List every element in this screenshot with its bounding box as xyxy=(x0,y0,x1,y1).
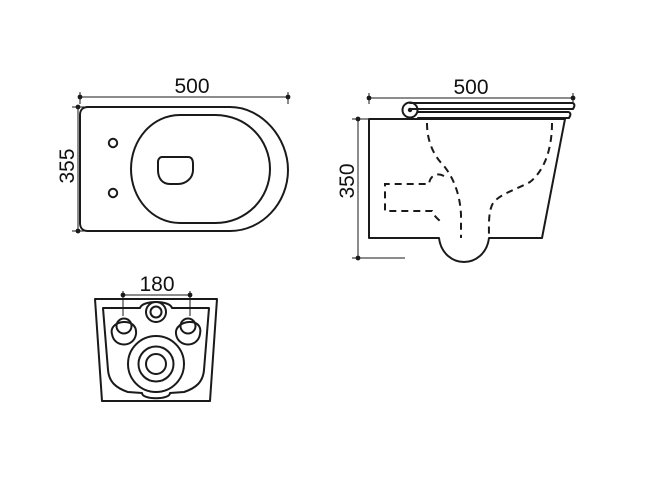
top-width-dimension: 500 xyxy=(77,75,291,104)
top-view: 500 355 xyxy=(56,75,291,234)
top-depth-label: 355 xyxy=(56,148,79,183)
back-view-bolt-hole-left xyxy=(115,317,133,335)
top-view-bowl-rim xyxy=(130,114,271,224)
side-view-seat xyxy=(401,101,576,119)
back-view-recess xyxy=(102,301,210,400)
side-view-trap-back xyxy=(487,122,553,239)
back-view-outline xyxy=(94,298,218,402)
back-view-inlet-hole xyxy=(145,301,167,323)
side-width-label: 500 xyxy=(453,76,488,99)
top-view-seat-hole-lower xyxy=(107,187,119,199)
back-view-outlet-hole xyxy=(145,353,167,375)
side-height-label: 350 xyxy=(336,163,359,198)
top-depth-dimension: 355 xyxy=(56,104,88,234)
back-view-bolt-hole-right xyxy=(179,317,197,335)
side-view-body-outline xyxy=(368,118,566,263)
top-view-seat-hole-upper xyxy=(107,137,119,149)
back-view: 180 xyxy=(94,273,218,402)
top-width-label: 500 xyxy=(174,75,209,98)
side-view: 500 350 xyxy=(336,76,576,263)
side-view-inlet xyxy=(384,173,445,223)
top-view-drain xyxy=(157,156,194,185)
side-view-hinge xyxy=(401,101,419,119)
back-spacing-label: 180 xyxy=(139,273,174,296)
side-width-dimension: 500 xyxy=(366,76,576,104)
back-view-outlet-ring xyxy=(127,335,185,393)
back-spacing-dimension: 180 xyxy=(120,273,193,316)
side-height-dimension: 350 xyxy=(336,116,405,261)
top-view-outline xyxy=(79,106,289,232)
side-view-trap-front xyxy=(426,122,462,238)
